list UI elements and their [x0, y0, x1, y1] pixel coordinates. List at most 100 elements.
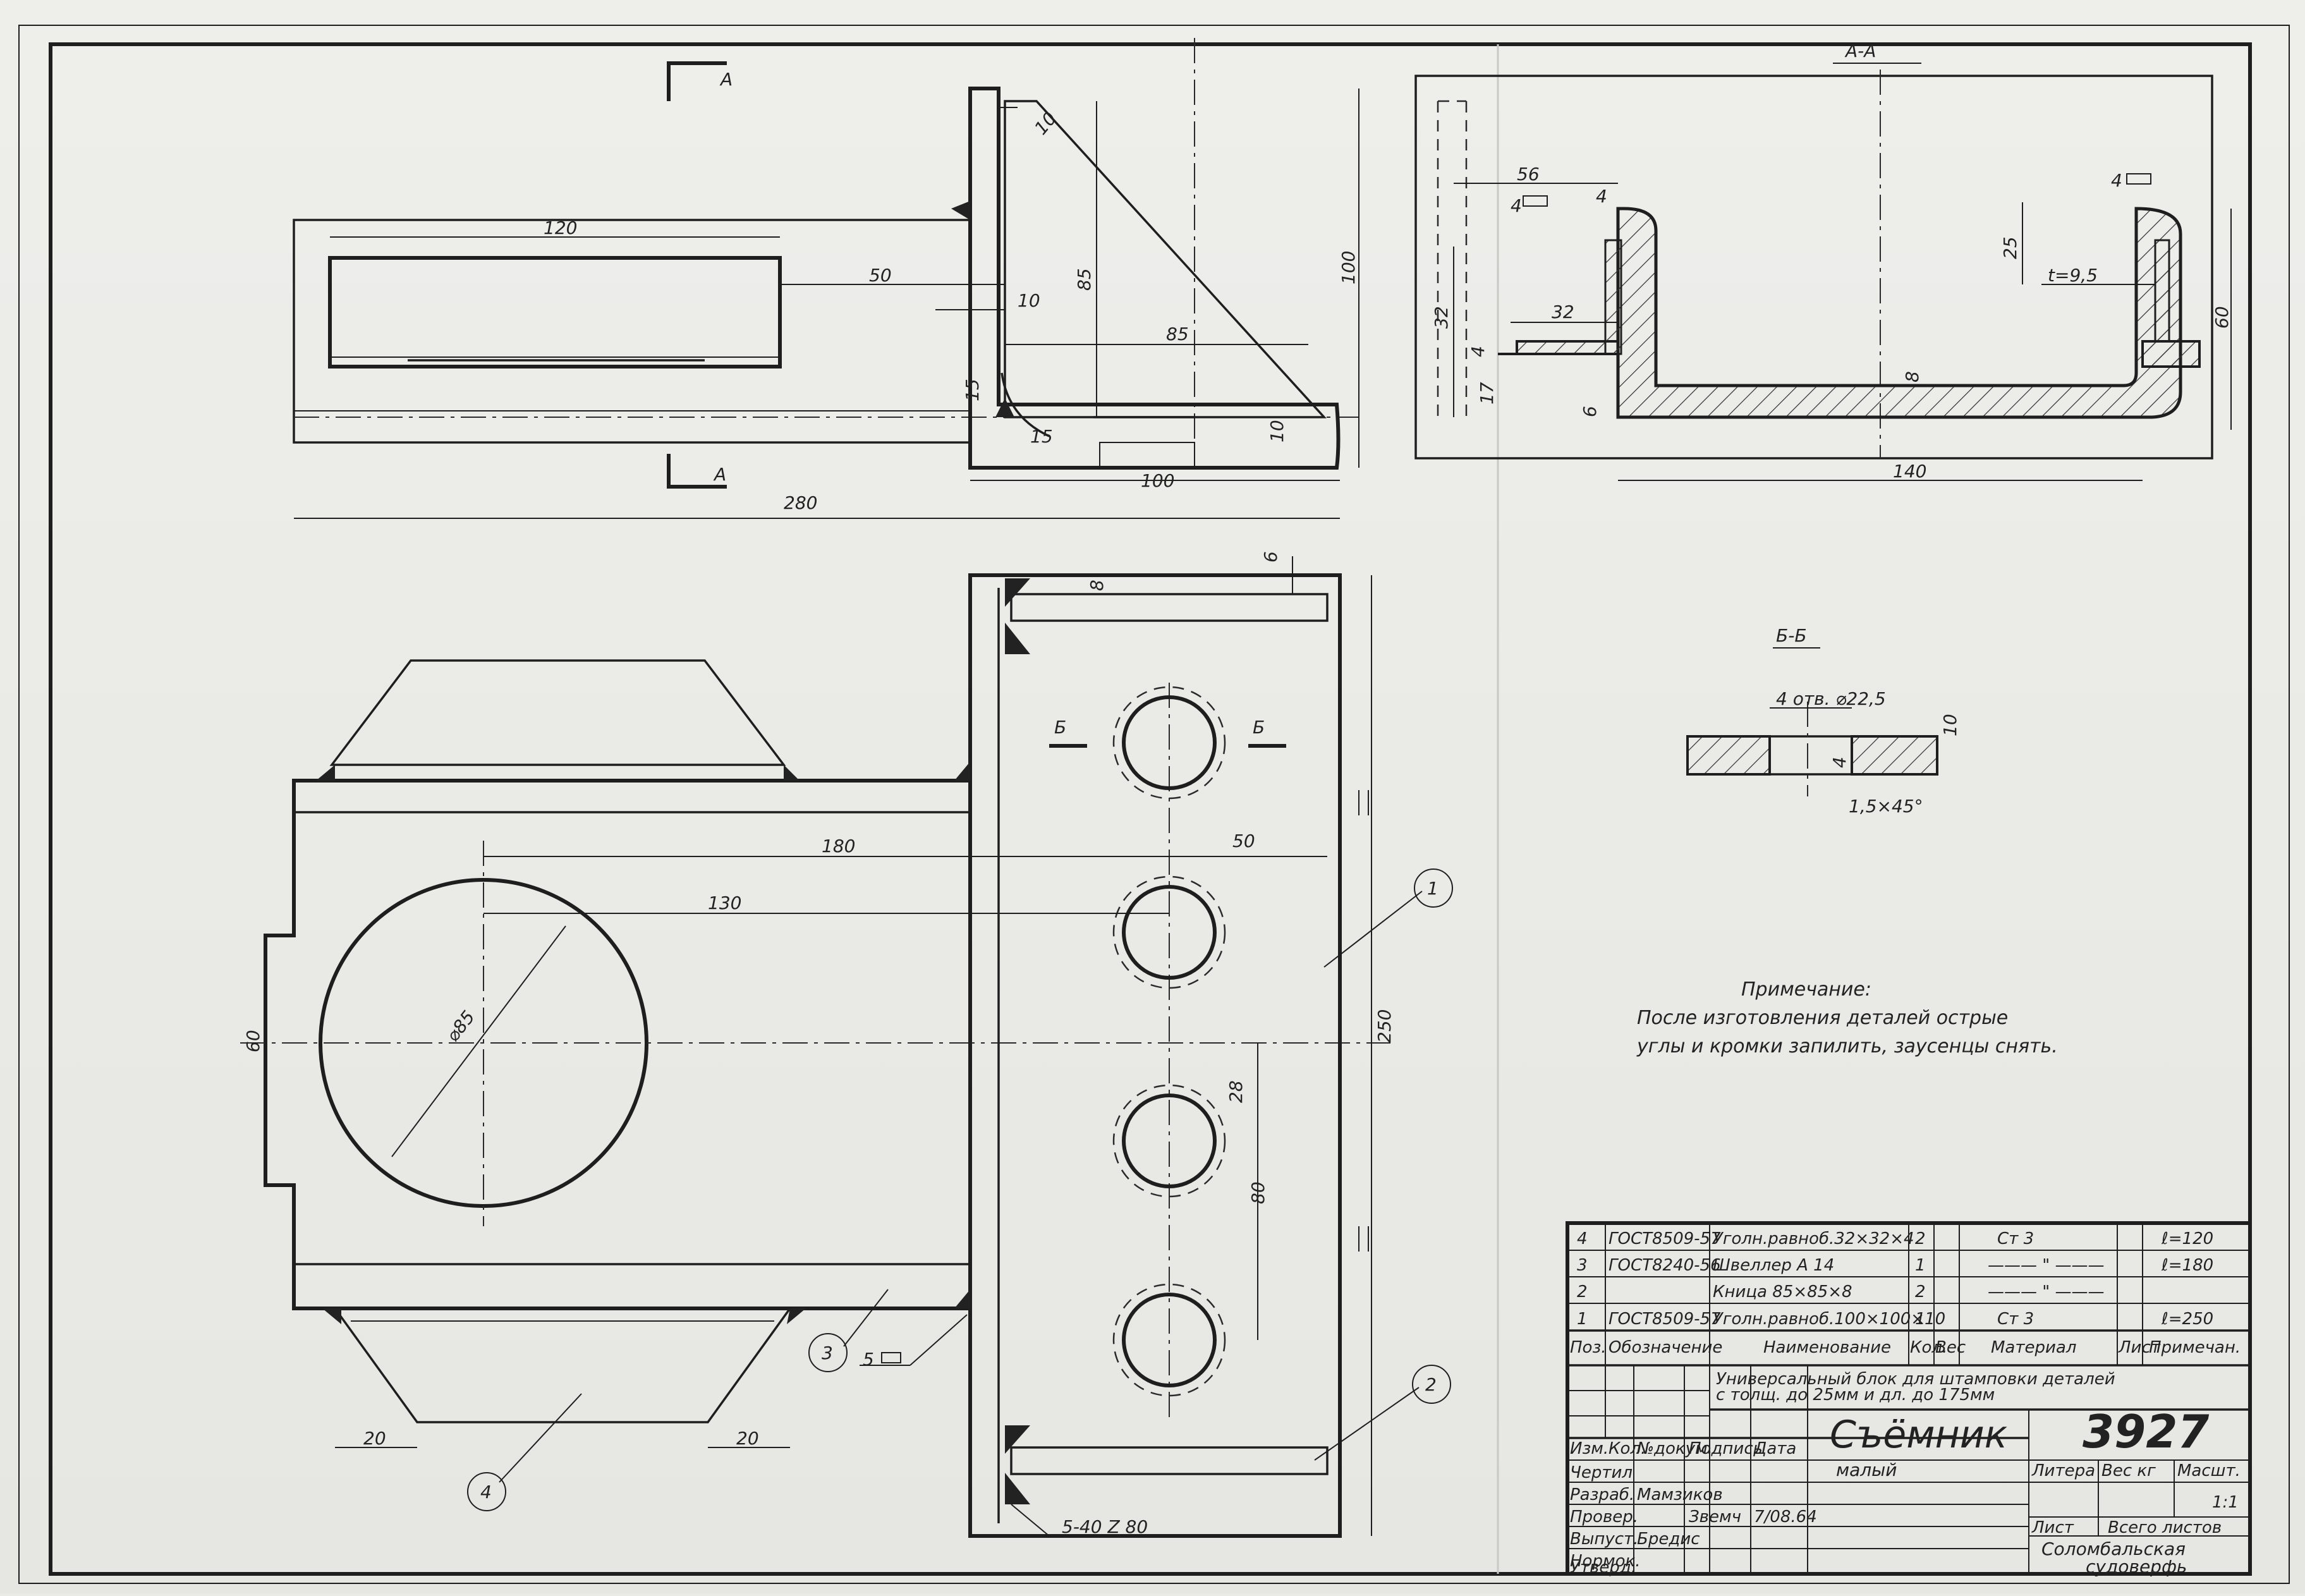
callout-1: 1	[1323, 868, 1453, 968]
svg-text:8: 8	[1902, 371, 1923, 382]
svg-text:100: 100	[1141, 470, 1174, 491]
scale-value: 1:1	[2212, 1493, 2239, 1512]
section-mark-a-bottom	[667, 454, 727, 489]
angle-4-section-right	[2141, 340, 2201, 368]
svg-text:Нормок.: Нормок.	[1570, 1552, 1640, 1571]
inner-frame	[49, 42, 2252, 1576]
svg-text:280: 280	[784, 492, 817, 513]
svg-text:1: 1	[1915, 1256, 1926, 1275]
svg-text:Вес кг: Вес кг	[2101, 1461, 2156, 1480]
svg-text:60: 60	[2211, 306, 2232, 329]
section-a-a-frame	[1414, 75, 2213, 460]
svg-text:6: 6	[1260, 551, 1281, 563]
angle-4-plan-top	[329, 659, 786, 766]
svg-text:ГОСТ8509-57: ГОСТ8509-57	[1609, 1310, 1721, 1329]
angle-1-plan	[968, 573, 1342, 1538]
svg-text:25: 25	[2000, 236, 2021, 259]
plan-view: Б Б 6 8 180 50 130 ⌀85 60 250 28 80 20 2…	[240, 551, 1395, 1538]
svg-text:85: 85	[1074, 268, 1095, 291]
svg-text:⌀85: ⌀85	[442, 1007, 479, 1046]
svg-text:180: 180	[822, 836, 855, 856]
note-line-2: углы и кромки запилить, заусенцы снять.	[1636, 1035, 2058, 1057]
svg-text:Уголн.равноб.32×32×4: Уголн.равноб.32×32×4	[1713, 1229, 1914, 1248]
svg-text:t=9,5: t=9,5	[2048, 265, 2098, 286]
angle-1-section	[968, 87, 1341, 470]
section-label-a-top: А	[719, 69, 733, 90]
svg-text:Дата: Дата	[1753, 1439, 1796, 1458]
section-mark-a-top	[667, 61, 727, 101]
svg-text:15: 15	[962, 379, 983, 401]
svg-text:50: 50	[1232, 831, 1255, 851]
svg-text:Подпись: Подпись	[1689, 1439, 1763, 1458]
table-row-pos2: 2 Кница 85×85×8 2 ——— " ———	[1577, 1282, 2105, 1301]
section-b-b-title: Б-Б	[1776, 625, 1807, 646]
svg-text:Уголн.равноб.100×100×10: Уголн.равноб.100×100×10	[1713, 1310, 1945, 1329]
svg-text:50: 50	[869, 265, 892, 286]
svg-text:Утверд.: Утверд.	[1570, 1558, 1636, 1577]
svg-text:4: 4	[1829, 757, 1850, 768]
svg-text:Ст 3: Ст 3	[1997, 1310, 2034, 1329]
part-subtitle: малый	[1836, 1459, 1897, 1480]
svg-text:Лист: Лист	[2118, 1338, 2161, 1357]
svg-text:ℓ=120: ℓ=120	[2161, 1229, 2213, 1248]
svg-text:15: 15	[1030, 426, 1053, 447]
svg-text:Изм.: Изм.	[1570, 1439, 1609, 1458]
table-row-pos4: 4 ГОСТ8509-57 Уголн.равноб.32×32×4 2 Ст …	[1577, 1229, 2213, 1248]
svg-text:5-40 Z 80: 5-40 Z 80	[1062, 1516, 1148, 1537]
top-view: А А 120 50 10 10 85 85 100 100 15 15 10 …	[293, 38, 1359, 519]
svg-text:10: 10	[1030, 108, 1061, 139]
svg-text:4: 4	[480, 1482, 492, 1502]
svg-text:4: 4	[2111, 170, 2122, 191]
angle-4-section	[1498, 340, 1619, 355]
svg-text:28: 28	[1225, 1080, 1246, 1103]
hole-3	[1122, 1093, 1217, 1188]
angle-4-plan-bottom	[332, 1307, 793, 1423]
note-line-1: После изготовления деталей острые	[1637, 1007, 2008, 1029]
svg-text:Звемч: Звемч	[1689, 1508, 1741, 1526]
svg-text:4 отв. ⌀22,5: 4 отв. ⌀22,5	[1776, 688, 1886, 709]
svg-text:7/08.64: 7/08.64	[1754, 1508, 1817, 1526]
svg-text:Поз.: Поз.	[1570, 1338, 1607, 1357]
svg-text:ℓ=250: ℓ=250	[2161, 1310, 2213, 1329]
table-row-pos1: 1 ГОСТ8509-57 Уголн.равноб.100×100×10 1 …	[1577, 1310, 2213, 1329]
svg-text:№докум.: №докум.	[1636, 1439, 1713, 1458]
svg-text:4: 4	[1511, 195, 1522, 216]
svg-text:2: 2	[1915, 1282, 1926, 1301]
svg-text:1: 1	[1577, 1310, 1588, 1329]
svg-text:Масшт.: Масшт.	[2177, 1461, 2241, 1480]
svg-text:Кница 85×85×8: Кница 85×85×8	[1713, 1282, 1852, 1301]
svg-text:Разраб.: Разраб.	[1570, 1485, 1634, 1504]
hole-4	[1122, 1293, 1217, 1387]
svg-text:Кол.: Кол.	[1609, 1439, 1646, 1458]
channel-3-section	[1616, 207, 2182, 419]
svg-text:100: 100	[1338, 251, 1359, 284]
svg-text:——— " ———: ——— " ———	[1988, 1256, 2105, 1275]
svg-text:60: 60	[243, 1030, 264, 1052]
svg-text:56: 56	[1517, 164, 1540, 185]
hole-1	[1122, 695, 1217, 790]
svg-text:Всего листов: Всего листов	[2108, 1518, 2222, 1537]
svg-text:Материал: Материал	[1991, 1338, 2076, 1357]
svg-text:10: 10	[1940, 714, 1961, 736]
svg-text:1: 1	[1427, 878, 1438, 899]
drawing-title-line-2: с толщ. до 25мм и дл. до 175мм	[1716, 1386, 1995, 1404]
stamp-grid	[1567, 1365, 2029, 1574]
svg-text:ГОСТ8240-56: ГОСТ8240-56	[1609, 1256, 1721, 1275]
svg-text:Бредис: Бредис	[1637, 1530, 1700, 1549]
svg-text:Кол.: Кол.	[1910, 1338, 1947, 1357]
svg-text:20: 20	[363, 1428, 386, 1449]
svg-text:ГОСТ8509-57: ГОСТ8509-57	[1609, 1229, 1721, 1248]
svg-text:250: 250	[1374, 1009, 1395, 1043]
svg-text:3: 3	[822, 1343, 833, 1363]
svg-text:Примечан.: Примечан.	[2149, 1338, 2241, 1357]
svg-text:Ст 3: Ст 3	[1997, 1229, 2034, 1248]
company-line-1: Соломбальская	[2041, 1538, 2186, 1559]
svg-text:Обозначение: Обозначение	[1609, 1338, 1722, 1357]
angle-4-upper	[328, 256, 782, 369]
section-label-b-right: Б	[1253, 717, 1265, 738]
section-label-b-left: Б	[1054, 717, 1066, 738]
section-a-a-title: А-А	[1844, 40, 1876, 61]
svg-text:6: 6	[1579, 406, 1600, 417]
